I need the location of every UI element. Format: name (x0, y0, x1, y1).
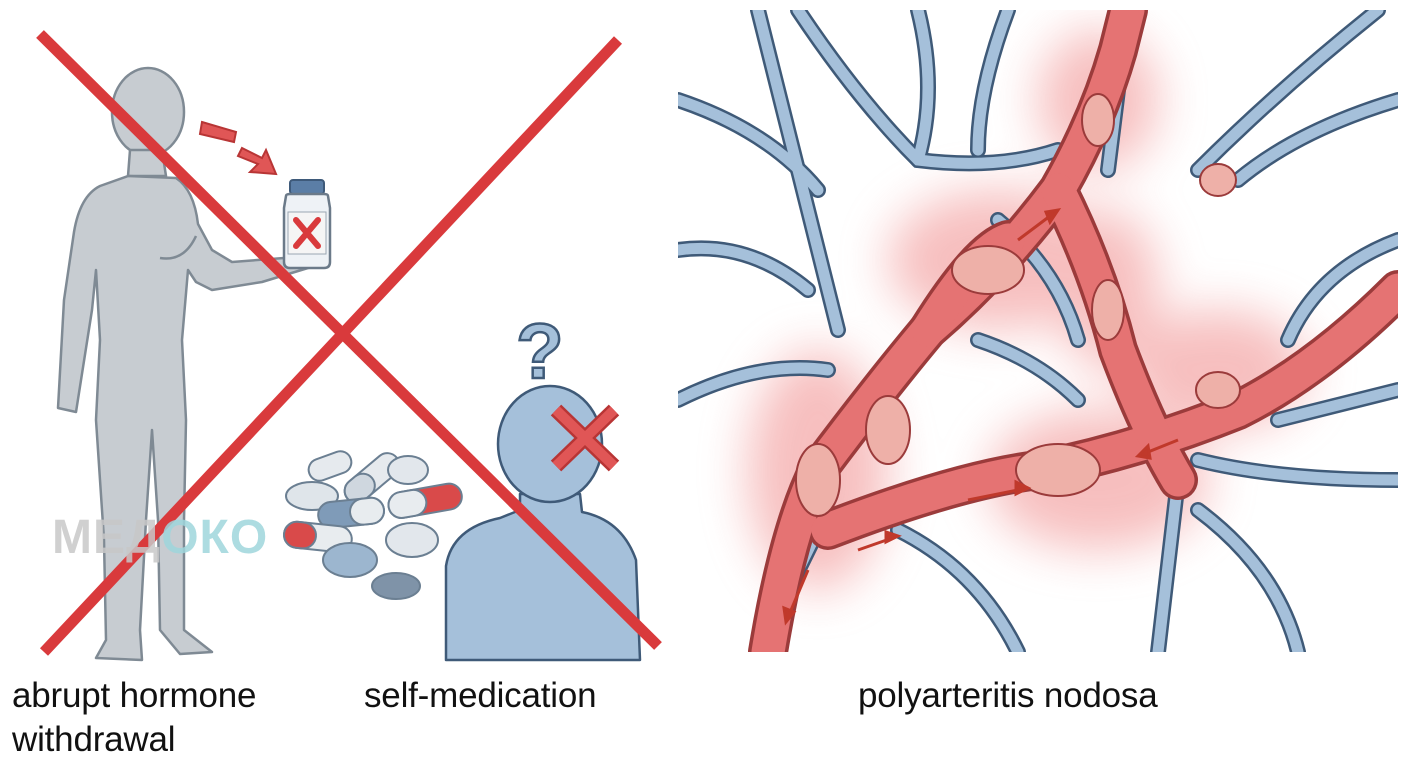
blood-vessels-illustration (678, 10, 1398, 652)
cross-out-icon (36, 30, 662, 656)
vessels-panel (678, 10, 1398, 652)
arrow-icon (198, 120, 278, 176)
woman-figure (56, 66, 314, 662)
prohibitions-panel: ? МЕДОКО (0, 0, 680, 668)
medicine-bottle-icon (282, 179, 332, 270)
caption-abrupt-hormone-withdrawal: abrupt hormone withdrawal (12, 676, 257, 759)
x-mark-icon (550, 404, 620, 472)
prohibitions-illustration: ? (36, 30, 662, 662)
arrow-icon (782, 207, 1179, 626)
question-mark-icon: ? (516, 307, 564, 395)
nodules (795, 93, 1241, 517)
caption-polyarteritis-nodosa: polyarteritis nodosa (858, 676, 1158, 715)
watermark: МЕДОКО (52, 511, 269, 564)
pills-icon (283, 450, 463, 600)
caption-self-medication: self-medication (364, 676, 597, 715)
person-figure (444, 384, 642, 662)
